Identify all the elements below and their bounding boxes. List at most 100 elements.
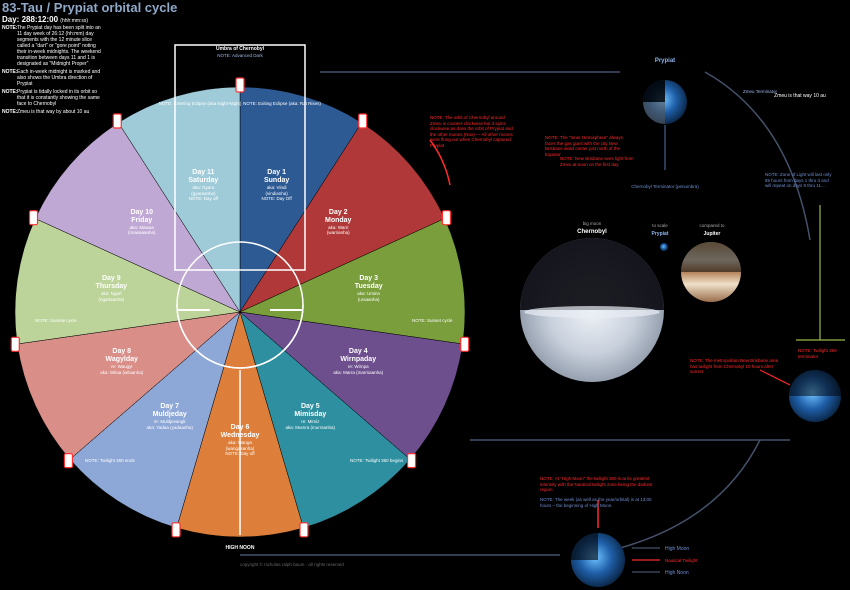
orbit-right bbox=[704, 71, 811, 241]
day-aka: re: Waugyl bbox=[111, 364, 133, 369]
week-wheel bbox=[14, 86, 466, 538]
midnight-marker bbox=[358, 113, 368, 129]
new-brisbane-note: NOTE: New Brisbane sees light from Zmeu … bbox=[560, 156, 634, 167]
day-length: Day: 288:12:00 (hhh:mm:ss) bbox=[2, 15, 89, 24]
day-name: Saturday bbox=[188, 177, 219, 185]
day-aka: aka: Vindi bbox=[266, 185, 287, 191]
day-alt: (mawaaanha) bbox=[127, 230, 156, 236]
midnight-marker bbox=[10, 336, 20, 352]
umbra-note: NOTE: Advanced Dark bbox=[217, 53, 263, 58]
penumbra-label: Chernobyl Terminator (penumbra) bbox=[631, 184, 699, 189]
legend-high-noon: High Noon bbox=[665, 570, 689, 576]
zmeu-terminator: Zmeu Terminator bbox=[743, 89, 777, 94]
day-aka: aka: Ursinn bbox=[357, 291, 381, 297]
day-aka: aka: Ngarl bbox=[101, 291, 122, 297]
day-name: Muldjeday bbox=[152, 411, 187, 419]
midnight-marker bbox=[28, 210, 39, 226]
day-name: Sunday bbox=[263, 177, 290, 185]
midnight-markers bbox=[10, 77, 470, 538]
day-aka: re: Muldjevangk bbox=[153, 419, 186, 425]
day-aka: re: Wirnpa bbox=[347, 364, 369, 369]
wedge-day-1 bbox=[239, 86, 362, 313]
day-name: Wagylday bbox=[105, 356, 138, 363]
day-alt: aka: Wilaa (wilaanha) bbox=[100, 369, 144, 375]
day-num: Day 1 bbox=[267, 169, 286, 177]
scale-to-scale: to scale bbox=[652, 223, 668, 228]
legend-high-moon: High Moon bbox=[665, 546, 689, 552]
midnight-marker bbox=[112, 113, 122, 129]
day-alt: (vindianha) bbox=[265, 190, 288, 196]
day-alt: (warrianha) bbox=[326, 230, 350, 236]
day-name: Friday bbox=[131, 216, 153, 224]
hemisphere-note: NOTE: The "Inner Hemisphere" always face… bbox=[545, 135, 623, 157]
wedge-day-7 bbox=[69, 311, 241, 529]
day-aka: aka: Mawaa bbox=[129, 224, 154, 230]
week-note: NOTE: The week (as well as the year/orbi… bbox=[540, 497, 652, 508]
umbra-title: Umbra of Chernobyl bbox=[216, 46, 265, 52]
day-alt: (wangasanha) bbox=[225, 445, 255, 451]
note-twilight-begins: NOTE: Twilight 360 begins bbox=[350, 458, 404, 463]
day-num: Day 9 bbox=[101, 275, 121, 283]
day-num: Day 3 bbox=[359, 275, 379, 283]
legend-nautical: Nautical Twilight bbox=[665, 558, 698, 563]
day-alt: aka: Marra (marrsaanha) bbox=[333, 369, 384, 375]
day-note: NOTE: Day off bbox=[188, 196, 218, 202]
midnight-marker bbox=[406, 453, 417, 469]
day-num: Day 10 bbox=[130, 208, 154, 216]
wedge-day-11 bbox=[118, 86, 241, 313]
horizon-arc bbox=[176, 304, 304, 369]
zmeu-way: Zmeu is that way 10 au bbox=[774, 93, 826, 99]
high-moon-note: NOTE: At "High Moon" the twilight 360 is… bbox=[540, 476, 653, 492]
day-num: Day 8 bbox=[112, 348, 132, 355]
day-aka: aka: Wanga bbox=[228, 440, 252, 445]
page-title: 83-Tau / Prypiat orbital cycle bbox=[2, 0, 178, 15]
midnight-marker bbox=[235, 77, 245, 93]
day-num: Day 7 bbox=[160, 403, 180, 411]
metro-note: NOTE: The metropolitan New Brisbane area… bbox=[690, 358, 779, 374]
day-num: Day 4 bbox=[348, 348, 368, 355]
note-sunrise: NOTE: Sunrise cycle bbox=[35, 318, 77, 323]
midnight-marker bbox=[460, 336, 470, 352]
midnight-marker bbox=[299, 522, 309, 538]
day-name: Wirnpaday bbox=[340, 356, 377, 363]
day-num: Day 5 bbox=[300, 403, 320, 411]
orbit-lower bbox=[619, 439, 761, 549]
notes-panel: NOTE:The Prypiat day has been split into… bbox=[2, 25, 101, 115]
umbra-box bbox=[174, 44, 306, 271]
prypiat-label: Prypiat bbox=[655, 58, 675, 64]
orbit-note: NOTE: The orbit of Chernobyl around Zmeu… bbox=[430, 115, 513, 148]
note-twilight-ends: NOTE: Twilight 360 ends bbox=[85, 458, 135, 463]
scale-prypiat: Prypiat bbox=[652, 231, 669, 237]
day-num: Day 2 bbox=[328, 208, 348, 216]
copyright: copyright © nicholas ralph baum - all ri… bbox=[240, 561, 344, 567]
midnight-marker bbox=[171, 522, 181, 538]
small-prypiat bbox=[660, 243, 668, 251]
scale-chernobyl: Chernobyl bbox=[577, 229, 607, 235]
day-aka: re: Mimiz bbox=[301, 419, 320, 425]
day-aka: aka: Warri bbox=[328, 224, 349, 230]
scale-big: big moon bbox=[583, 221, 602, 226]
scale-compared: compared to bbox=[699, 223, 725, 228]
day-name: Mimisday bbox=[294, 411, 327, 419]
day-alt: aka: Yadaa (yadaanha) bbox=[146, 424, 193, 430]
day-alt: aka: Mumra (murrsanha) bbox=[285, 424, 336, 430]
day-note: NOTE: Day off bbox=[225, 451, 255, 456]
day-name: Wednesday bbox=[220, 432, 260, 439]
midnight-marker bbox=[63, 453, 74, 469]
day-aka: aka: Gyara bbox=[192, 185, 215, 191]
note-sunset: NOTE: Sunset cycle bbox=[412, 318, 453, 323]
day-num: Day 6 bbox=[230, 424, 250, 431]
day-name: Tuesday bbox=[354, 283, 383, 291]
